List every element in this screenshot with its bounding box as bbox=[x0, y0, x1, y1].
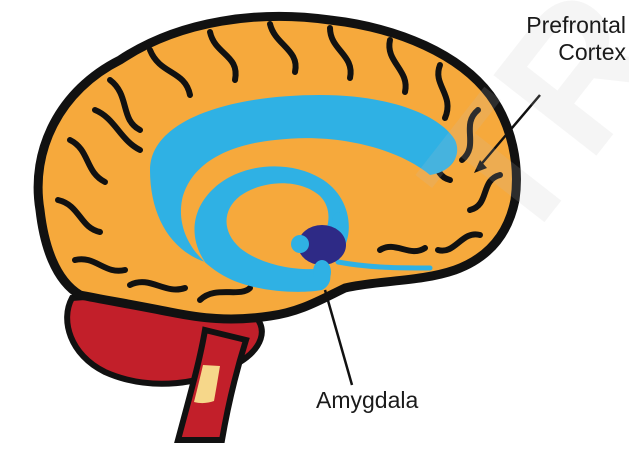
amygdala-pointer-line bbox=[325, 290, 352, 385]
amygdala-label: Amygdala bbox=[316, 387, 418, 414]
amygdala-structure bbox=[313, 260, 331, 284]
prefrontal-label-line1: Prefrontal bbox=[526, 12, 626, 39]
ventricle-node-1 bbox=[291, 235, 309, 253]
ventricle-node-2 bbox=[332, 212, 348, 228]
prefrontal-label-line2: Cortex bbox=[526, 39, 626, 66]
prefrontal-cortex-label: Prefrontal Cortex bbox=[526, 12, 626, 66]
